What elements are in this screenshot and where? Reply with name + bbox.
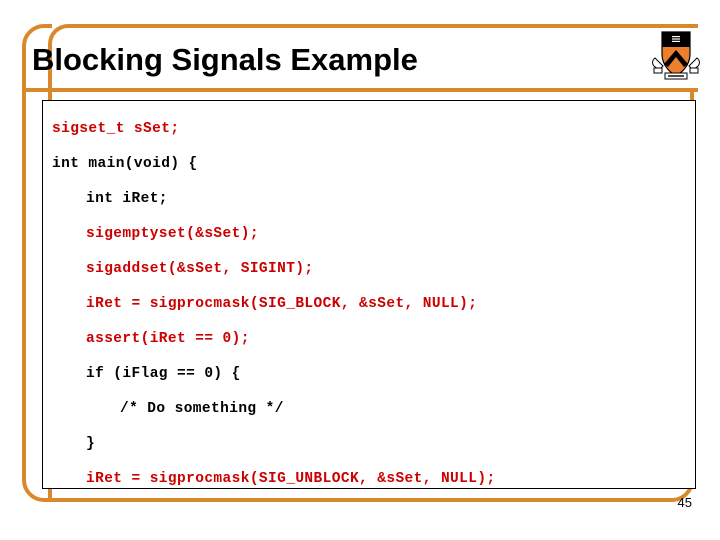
page-title: Blocking Signals Example xyxy=(32,42,418,77)
code-line: sigaddset(&sSet, SIGINT); xyxy=(86,261,314,277)
princeton-shield-logo xyxy=(648,26,704,88)
code-block: sigset_t sSet; int main(void) { int iRet; s… xyxy=(42,100,696,489)
code-line-list: sigset_t sSet; int main(void) { int iRet; s… xyxy=(43,101,695,488)
slide-page-number: 45 xyxy=(677,495,692,510)
code-line: sigemptyset(&sSet); xyxy=(86,226,259,242)
code-line: iRet = sigprocmask(SIG_BLOCK, &sSet, NUL… xyxy=(86,296,478,312)
code-line: /* Do something */ xyxy=(120,401,284,417)
code-line: sigset_t sSet; xyxy=(52,121,180,137)
code-line: if (iFlag == 0) { xyxy=(86,366,241,382)
title-divider-rule xyxy=(22,88,698,92)
slide-frame-mask xyxy=(52,24,698,90)
code-line: iRet = sigprocmask(SIG_UNBLOCK, &sSet, N… xyxy=(86,471,496,487)
code-line: assert(iRet == 0); xyxy=(86,331,250,347)
code-line: int main(void) { xyxy=(52,156,198,172)
code-line: int iRet; xyxy=(86,191,168,207)
code-line: } xyxy=(86,436,96,452)
